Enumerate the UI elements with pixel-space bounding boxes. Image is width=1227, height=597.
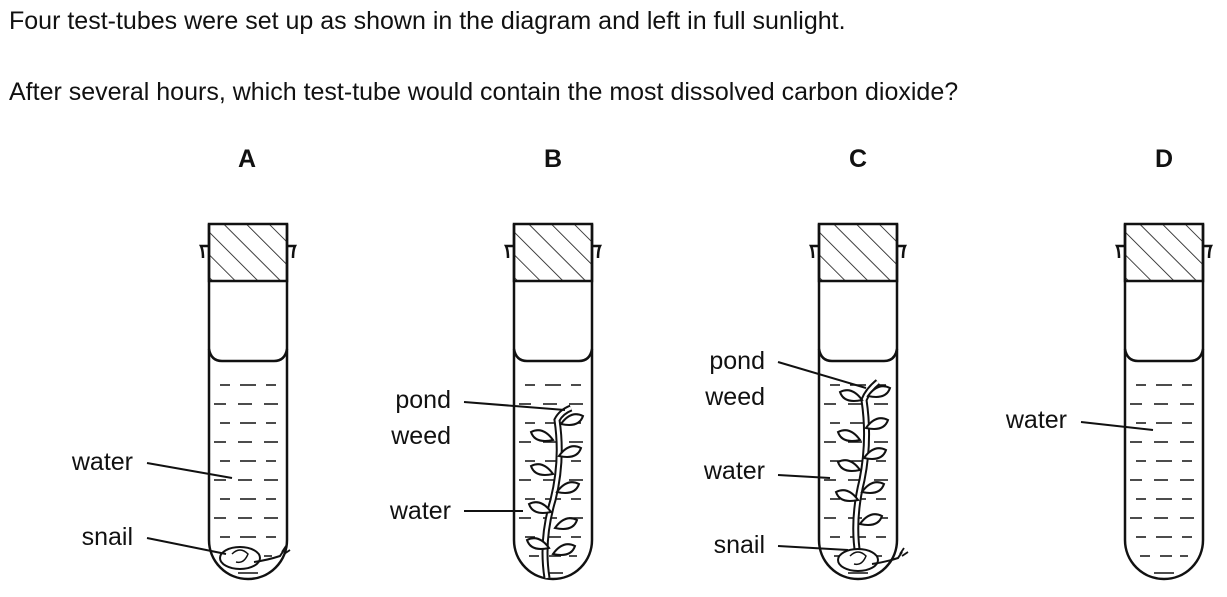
- tube-a-water-label: water: [71, 448, 133, 476]
- tube-a: [199, 222, 297, 581]
- pondweed-icon: [526, 404, 584, 579]
- question-line-1: Four test-tubes were set up as shown in …: [9, 7, 846, 35]
- tube-c-snail-label: snail: [713, 531, 765, 559]
- tube-b-water-label: water: [389, 497, 451, 525]
- tube-letter-a: A: [237, 145, 257, 173]
- tube-d: [1115, 222, 1213, 581]
- tube-letter-d: D: [1154, 145, 1174, 173]
- tube-letter-c: C: [848, 145, 868, 173]
- tube-letter-b: B: [543, 145, 563, 173]
- tube-b-pondweed-label: pond weed: [391, 386, 451, 450]
- tube-d-water-label: water: [1005, 406, 1067, 434]
- tube-c-pondweed-label: pond weed: [705, 347, 765, 411]
- tube-b: [504, 222, 602, 581]
- tube-a-snail-label: snail: [81, 523, 133, 551]
- tube-c-water-label: water: [703, 457, 765, 485]
- question-line-2: After several hours, which test-tube wou…: [9, 78, 959, 106]
- snail-icon: [219, 545, 291, 570]
- tube-c: [809, 222, 909, 581]
- snail-icon: [837, 547, 909, 572]
- label-leader-lines: [146, 361, 1154, 555]
- pondweed-icon: [835, 379, 891, 557]
